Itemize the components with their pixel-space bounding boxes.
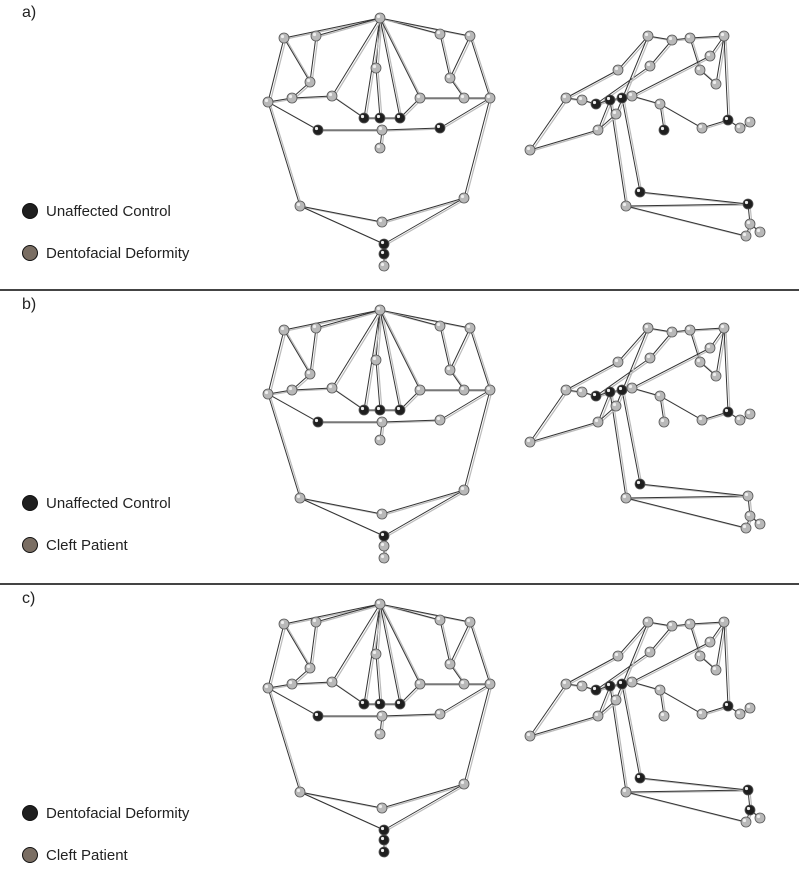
divider xyxy=(0,289,799,291)
wireframe-models xyxy=(262,12,766,272)
legend-label: Unaffected Control xyxy=(46,494,171,512)
legend-label: Cleft Patient xyxy=(46,846,128,864)
panel-a: a) Unaffected Control Dentofacial Deform… xyxy=(0,0,799,290)
wireframe-models xyxy=(262,598,766,858)
legend: Dentofacial Deformity Cleft Patient xyxy=(22,802,189,886)
legend-item: Dentofacial Deformity xyxy=(22,802,189,824)
panel-label: c) xyxy=(22,590,36,607)
legend-label: Dentofacial Deformity xyxy=(46,244,190,262)
legend-label: Unaffected Control xyxy=(46,202,171,220)
legend-marker-icon xyxy=(22,245,38,261)
panel-c: c) Dentofacial Deformity Cleft Patient xyxy=(0,586,799,876)
legend-marker-icon xyxy=(22,495,38,511)
divider xyxy=(0,583,799,585)
legend-marker-icon xyxy=(22,203,38,219)
legend: Unaffected Control Dentofacial Deformity xyxy=(22,200,189,284)
legend-item: Unaffected Control xyxy=(22,492,171,514)
legend-item: Dentofacial Deformity xyxy=(22,242,189,264)
legend-label: Cleft Patient xyxy=(46,536,128,554)
legend-label: Dentofacial Deformity xyxy=(46,804,190,822)
legend: Unaffected Control Cleft Patient xyxy=(22,492,171,576)
panel-b: b) Unaffected Control Cleft Patient xyxy=(0,292,799,582)
wireframe-models xyxy=(262,304,766,564)
panel-label: a) xyxy=(22,4,37,21)
legend-item: Cleft Patient xyxy=(22,534,171,556)
legend-item: Cleft Patient xyxy=(22,844,189,866)
legend-marker-icon xyxy=(22,847,38,863)
legend-marker-icon xyxy=(22,537,38,553)
panel-label: b) xyxy=(22,296,37,313)
legend-marker-icon xyxy=(22,805,38,821)
legend-item: Unaffected Control xyxy=(22,200,189,222)
